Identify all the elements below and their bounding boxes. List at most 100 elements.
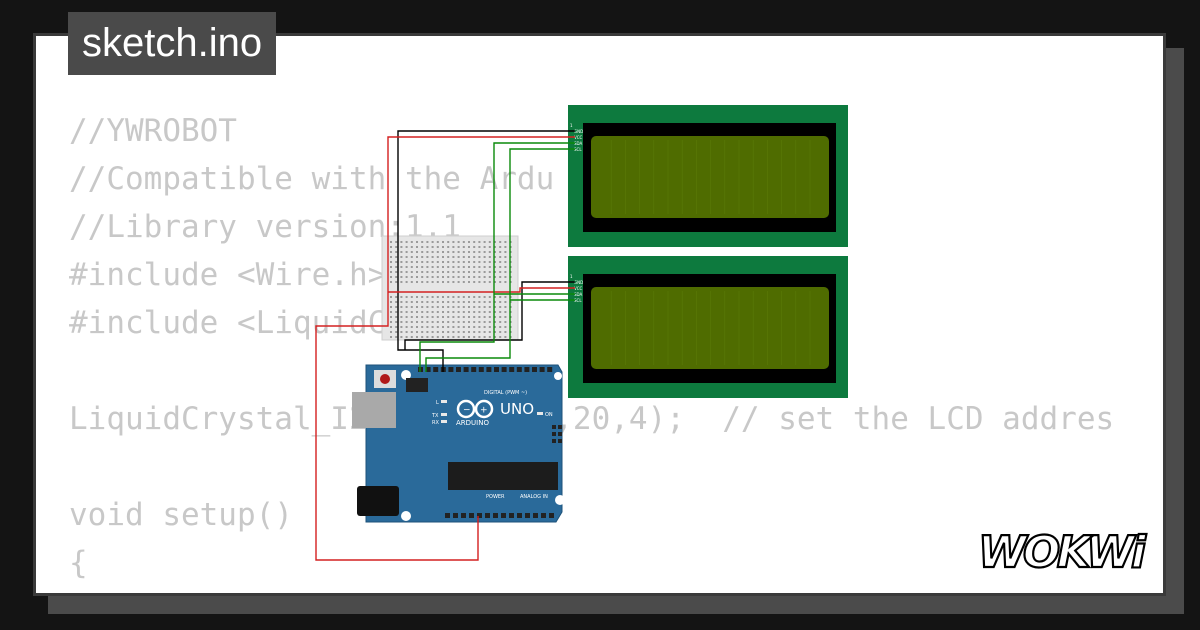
- breadboard-hole: [426, 246, 429, 248]
- breadboard-hole: [452, 326, 455, 328]
- breadboard-hole: [494, 321, 496, 323]
- breadboard-hole: [478, 281, 481, 283]
- header-pin: [524, 367, 530, 372]
- header-pin: [539, 367, 545, 372]
- header-pin: [509, 367, 515, 372]
- breadboard-hole: [442, 281, 444, 283]
- breadboard-hole: [488, 331, 491, 333]
- breadboard-hole: [421, 256, 424, 258]
- breadboard-hole: [431, 306, 434, 308]
- breadboard-hole: [452, 311, 455, 313]
- breadboard-hole: [431, 301, 434, 303]
- breadboard-hole: [488, 311, 491, 313]
- breadboard-hole: [462, 321, 465, 323]
- breadboard-hole: [410, 256, 413, 258]
- breadboard-hole: [478, 246, 481, 248]
- breadboard-hole: [462, 311, 465, 313]
- breadboard-hole: [405, 246, 408, 248]
- breadboard-hole: [504, 301, 507, 303]
- breadboard-hole: [410, 251, 413, 253]
- breadboard-hole: [494, 241, 496, 243]
- breadboard-hole: [447, 301, 450, 303]
- breadboard-hole: [483, 331, 486, 333]
- breadboard-hole: [447, 296, 450, 298]
- header-pin: [425, 367, 431, 372]
- breadboard-hole: [488, 316, 491, 318]
- breadboard-hole: [426, 306, 429, 308]
- breadboard-hole: [426, 311, 429, 313]
- breadboard-hole: [410, 241, 413, 243]
- breadboard-hole: [442, 251, 444, 253]
- breadboard-hole: [488, 306, 491, 308]
- wire-vcc-lcd2: [388, 287, 575, 293]
- header-pin: [433, 367, 439, 372]
- breadboard-hole: [395, 331, 398, 333]
- breadboard-hole: [390, 331, 392, 333]
- breadboard-hole: [421, 301, 424, 303]
- breadboard-hole: [483, 281, 486, 283]
- microcontroller-chip: [448, 462, 558, 490]
- breadboard-hole: [416, 306, 418, 308]
- breadboard-hole: [390, 281, 392, 283]
- breadboard-hole: [426, 261, 429, 263]
- breadboard-hole: [488, 266, 491, 268]
- breadboard-hole: [452, 271, 455, 273]
- breadboard-hole: [488, 326, 491, 328]
- breadboard-hole: [442, 256, 444, 258]
- breadboard-hole: [457, 306, 460, 308]
- reset-button[interactable]: [380, 374, 390, 384]
- wokwi-logo: WOKWi: [978, 526, 1148, 573]
- breadboard-hole: [400, 316, 403, 318]
- icsp-pin: [558, 439, 562, 443]
- breadboard-hole: [499, 281, 502, 283]
- breadboard-hole: [431, 276, 434, 278]
- breadboard-hole: [390, 306, 392, 308]
- breadboard-hole: [494, 331, 496, 333]
- header-pin: [453, 513, 458, 518]
- header-pin: [448, 367, 454, 372]
- breadboard-hole: [436, 326, 439, 328]
- breadboard-hole: [442, 246, 444, 248]
- breadboard-hole: [494, 306, 496, 308]
- breadboard-hole: [400, 311, 403, 313]
- breadboard-hole: [473, 331, 476, 333]
- breadboard-hole: [395, 326, 398, 328]
- arduino-brand-label: ARDUINO: [456, 419, 489, 427]
- breadboard-hole: [504, 241, 507, 243]
- breadboard-hole: [483, 241, 486, 243]
- breadboard-hole: [400, 241, 403, 243]
- arduino-uno-board[interactable]: − + UNO ARDUINO DIGITAL (PWM ~) POWER AN…: [352, 364, 565, 523]
- breadboard-hole: [416, 256, 418, 258]
- breadboard-hole: [504, 321, 507, 323]
- breadboard-hole: [436, 276, 439, 278]
- breadboard-hole: [488, 271, 491, 273]
- breadboard-hole: [473, 241, 476, 243]
- breadboard-hole: [447, 321, 450, 323]
- breadboard-hole: [499, 271, 502, 273]
- breadboard-hole: [416, 331, 418, 333]
- breadboard-hole: [436, 316, 439, 318]
- lcd-display-2[interactable]: 1 GND VCC SDA SCL: [568, 256, 848, 398]
- breadboard-hole: [473, 336, 476, 338]
- breadboard-hole: [395, 276, 398, 278]
- breadboard-hole: [468, 306, 470, 308]
- header-pin: [549, 513, 554, 518]
- header-pin: [541, 513, 546, 518]
- code-line: #include <Wire.h>: [69, 257, 387, 293]
- breadboard-hole: [390, 326, 392, 328]
- breadboard-hole: [452, 306, 455, 308]
- breadboard-hole: [405, 281, 408, 283]
- breadboard-hole: [462, 276, 465, 278]
- breadboard-hole: [436, 296, 439, 298]
- code-line: #include <LiquidC: [69, 305, 387, 341]
- breadboard-hole: [426, 301, 429, 303]
- led-label: TX: [431, 413, 439, 419]
- breadboard-hole: [468, 266, 470, 268]
- breadboard-hole: [478, 326, 481, 328]
- breadboard[interactable]: [381, 235, 519, 341]
- lcd-display-1[interactable]: 1 GND VCC SDA SCL: [568, 105, 848, 247]
- breadboard-hole: [468, 336, 470, 338]
- breadboard-hole: [494, 296, 496, 298]
- breadboard-hole: [488, 276, 491, 278]
- power-jack: [357, 486, 399, 516]
